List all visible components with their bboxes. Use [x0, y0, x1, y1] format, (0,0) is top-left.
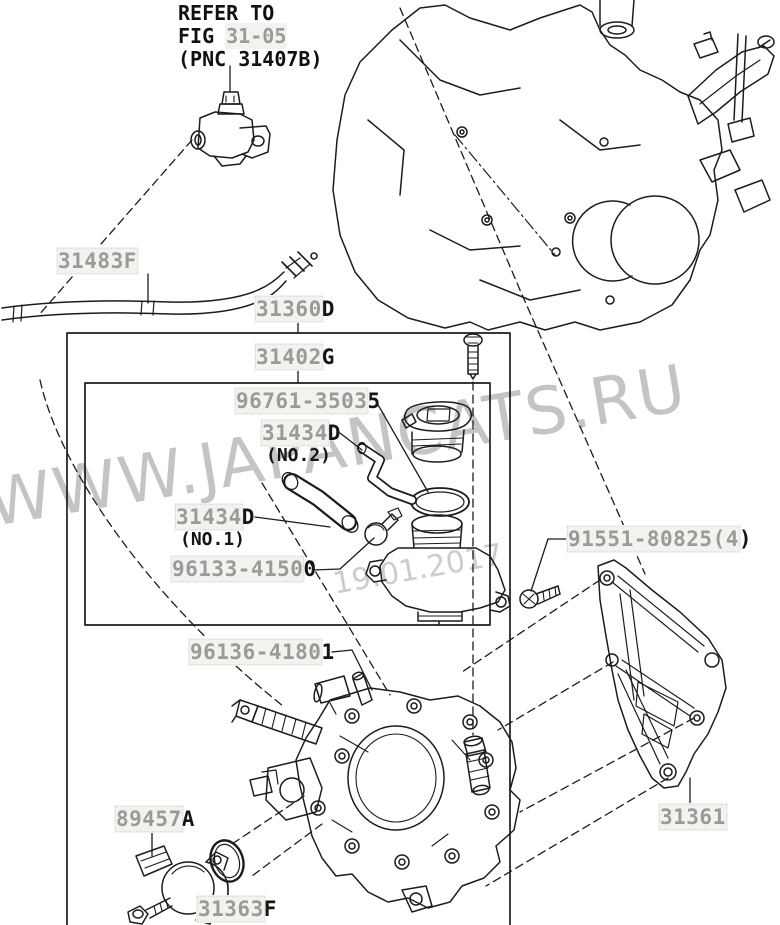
clutch-tube-drawing [1, 251, 318, 323]
part-label-91551-80825[interactable]: 91551-80825(4) [567, 526, 753, 552]
refer-note-line2-prefix: FIG [178, 24, 227, 48]
hose-clamp-drawing [364, 507, 403, 546]
bleeder-union-drawing [190, 91, 271, 167]
fig-link[interactable]: 31-05 [226, 24, 287, 48]
hose-no1-drawing [281, 471, 359, 533]
sensor-screw-drawing [127, 897, 173, 925]
part-label-31434D-no2-note: (NO.2) [266, 445, 332, 466]
part-label-96136-41801[interactable]: 96136-41801 [188, 639, 335, 665]
transaxle-housing-drawing [332, 0, 775, 331]
part-label-31361[interactable]: 31361 [659, 804, 727, 830]
dashed-projection-lines [37, 7, 695, 887]
part-label-31434D-no1-note: (NO.1) [180, 529, 246, 550]
hose-no2-drawing [357, 441, 417, 505]
oring-drawing [209, 839, 245, 883]
bracket-drawing [597, 559, 727, 789]
part-label-31434D-no1[interactable]: 31434D [175, 504, 255, 530]
leader-lines [147, 65, 691, 897]
part-label-96761-35035[interactable]: 96761-35035 [234, 388, 381, 414]
part-label-31402G[interactable]: 31402G [255, 344, 335, 370]
part-label-96133-41500[interactable]: 96133-41500 [170, 556, 317, 582]
flange-bolt-drawing [463, 333, 483, 380]
part-label-89457A[interactable]: 89457A [115, 806, 195, 832]
part-label-31363F[interactable]: 31363F [197, 896, 277, 922]
bracket-bolt-drawing [519, 585, 561, 609]
part-label-31483F[interactable]: 31483F [57, 248, 138, 274]
part-label-31360D[interactable]: 31360D [255, 296, 335, 322]
reservoir-cap-drawing [401, 401, 472, 463]
refer-note-line3: (PNC 31407B) [178, 47, 323, 71]
part-label-31434D-no2[interactable]: 31434D [261, 420, 341, 446]
gasket-ring-drawing [410, 487, 470, 517]
assembly-outline-boxes [66, 332, 511, 925]
reservoir-body-drawing [365, 514, 511, 625]
elbow-union-drawing [313, 671, 373, 715]
actuator-assembly-drawing [231, 687, 521, 913]
refer-note-line1: REFER TO [178, 1, 275, 25]
